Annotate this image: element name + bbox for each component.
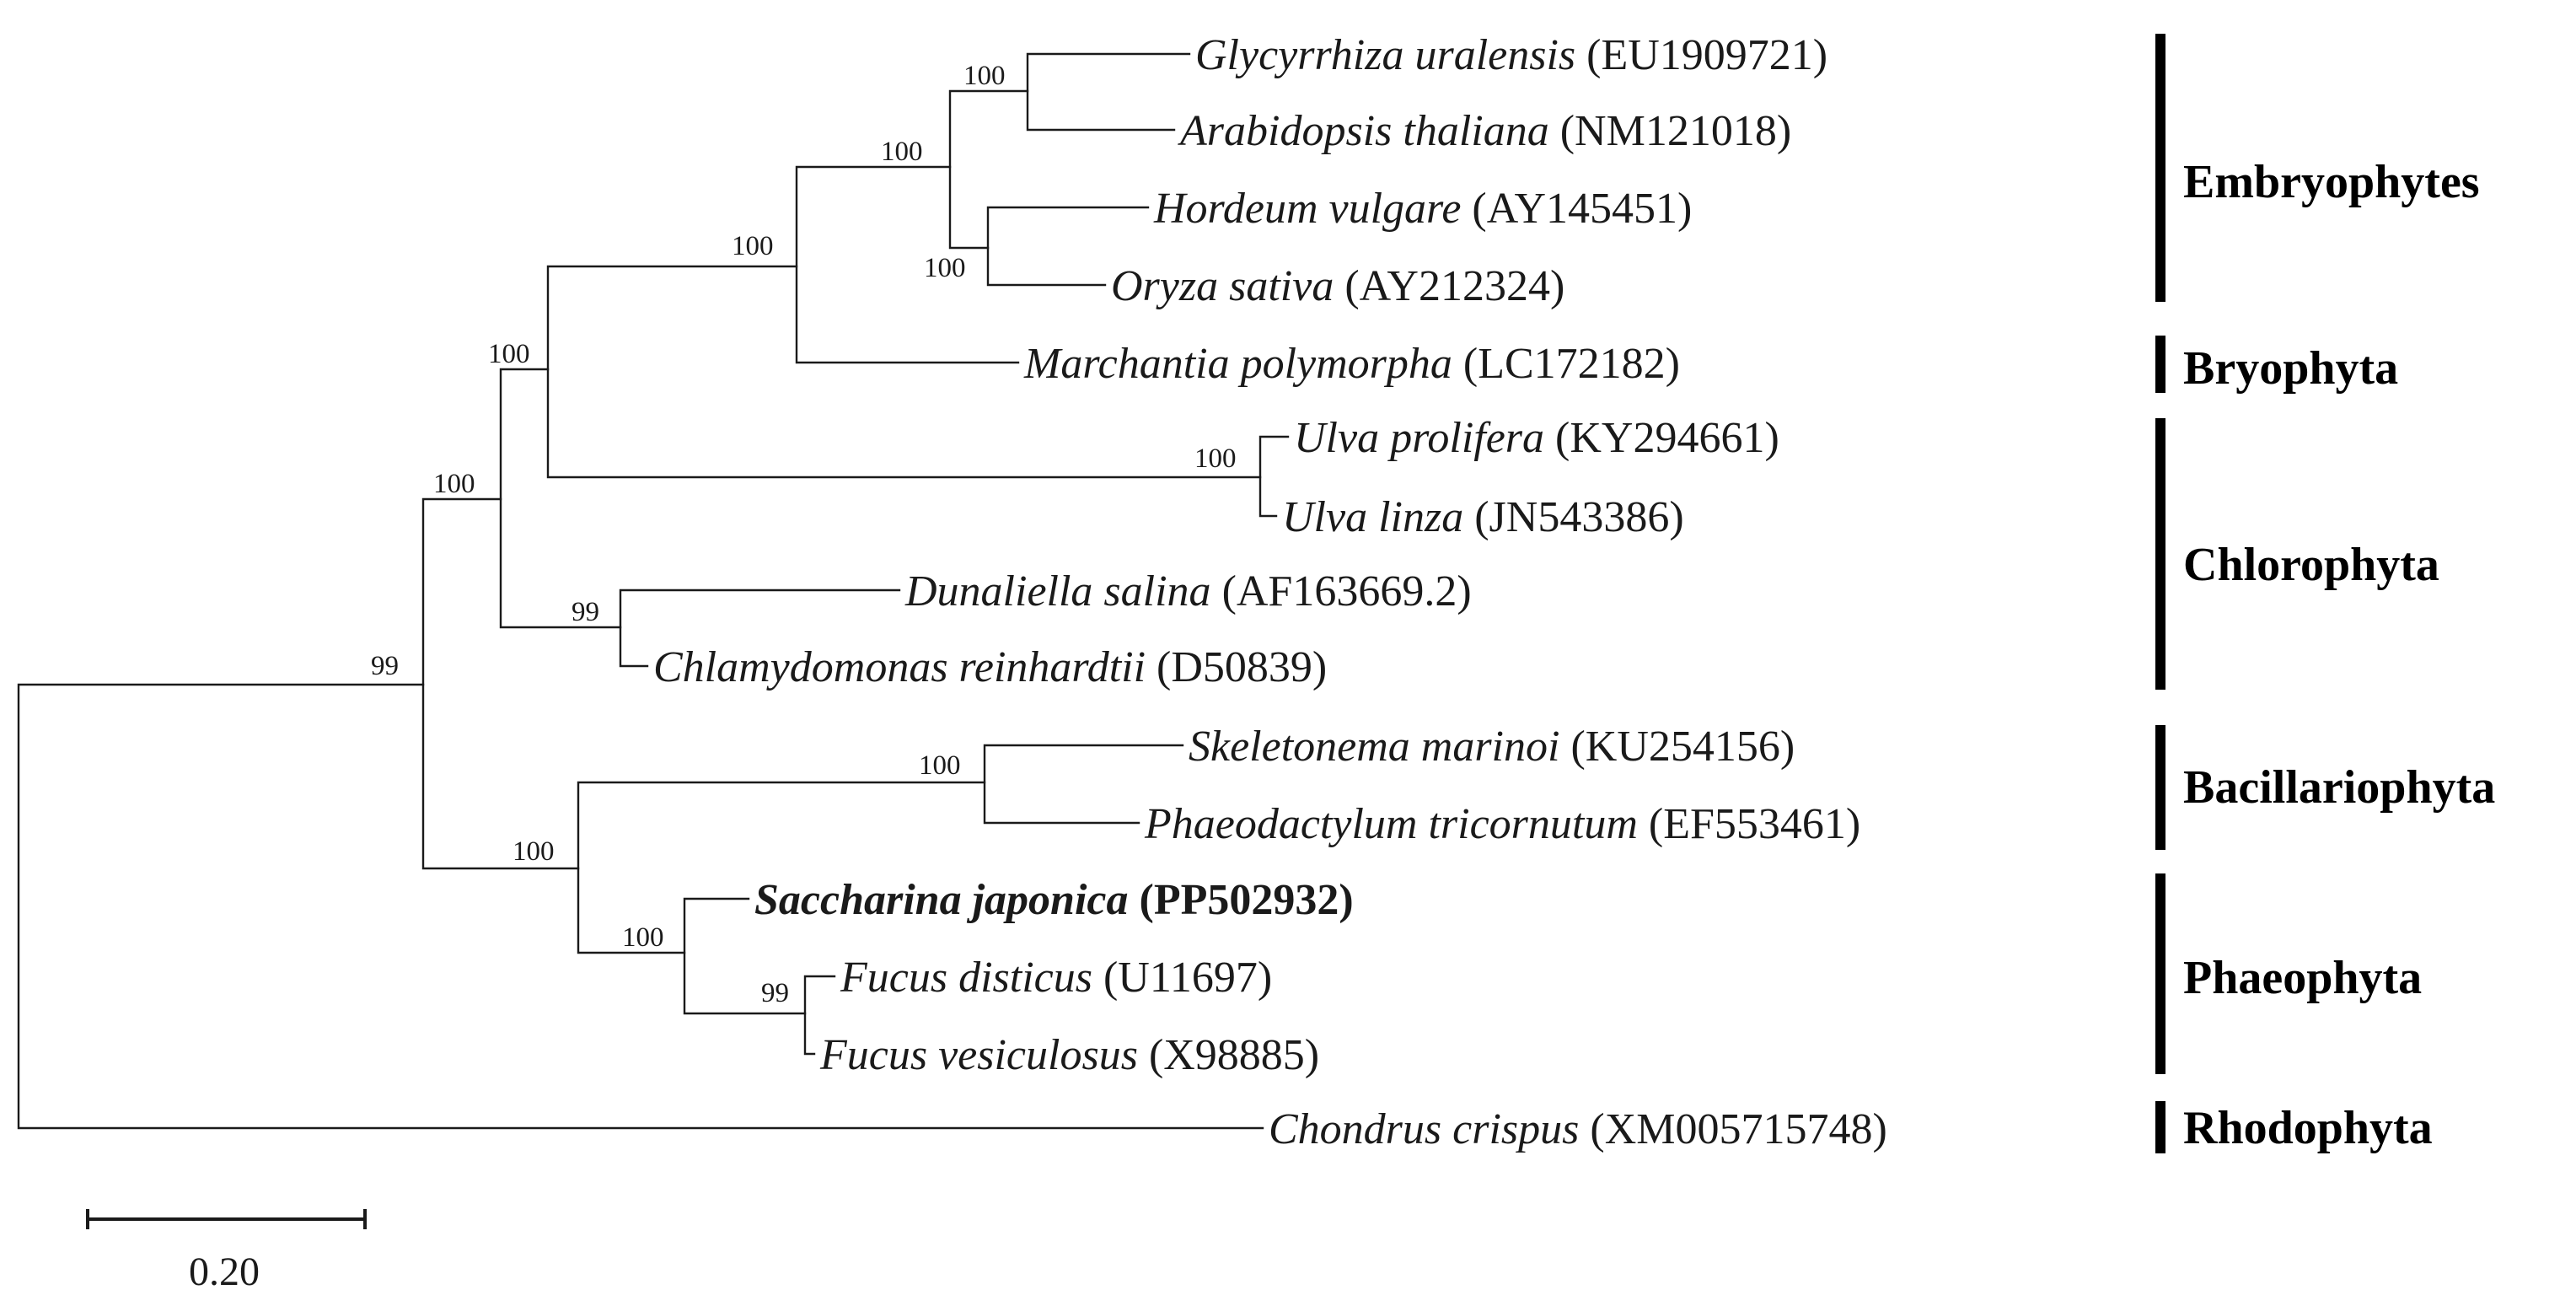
support-value: 100 xyxy=(963,61,1006,91)
scale-bar-line xyxy=(86,1209,367,1229)
scale-bar: 0.20 xyxy=(86,1209,367,1294)
tree-branches xyxy=(17,52,1290,1130)
clade-label-chlorophyta: Chlorophyta xyxy=(2183,539,2439,591)
support-value: 100 xyxy=(1194,443,1237,474)
support-value: 100 xyxy=(732,231,774,261)
branch-fucus xyxy=(803,975,836,1056)
branch-ulva xyxy=(1258,435,1290,518)
clade-bar-chlorophyta xyxy=(2155,418,2165,690)
branch-land-ulva xyxy=(546,265,1262,479)
support-value: 100 xyxy=(488,339,530,369)
branch-dunaliella-chlamydomonas xyxy=(619,589,901,668)
branch-dicots xyxy=(1026,52,1191,132)
support-value: 100 xyxy=(924,253,966,283)
support-value: 100 xyxy=(919,750,961,781)
taxon-label: Fucus vesiculosus (X98885) xyxy=(819,1031,1319,1079)
taxon-label: Ulva prolifera (KY294661) xyxy=(1294,414,1779,462)
clade-label-phaeophyta: Phaeophyta xyxy=(2183,952,2422,1004)
taxon-label: Skeletonema marinoi (KU254156) xyxy=(1189,723,1795,771)
clade-label-bacillariophyta: Bacillariophyta xyxy=(2183,761,2495,814)
branch-brown-algae xyxy=(683,897,807,1015)
support-value: 100 xyxy=(433,469,475,499)
clade-bar-bryophyta xyxy=(2155,336,2165,393)
support-value: 100 xyxy=(513,836,555,867)
support-value: 99 xyxy=(761,978,789,1008)
clade-bar-rhodophyta xyxy=(2155,1101,2165,1153)
taxon-label: Chlamydomonas reinhardtii (D50839) xyxy=(653,643,1327,691)
branch-angiosperms xyxy=(948,89,1029,250)
taxon-label: Fucus disticus (U11697) xyxy=(840,954,1272,1002)
clade-bar-embryophytes xyxy=(2155,34,2165,302)
clade-bar-phaeophyta xyxy=(2155,873,2165,1074)
taxon-label: Glycyrrhiza uralensis (EU1909721) xyxy=(1195,31,1827,79)
branch-root xyxy=(17,683,1264,1130)
branch-land-plants xyxy=(795,165,1020,364)
taxon-label: Arabidopsis thaliana (NM121018) xyxy=(1178,107,1791,155)
taxon-label: Dunaliella salina (AF163669.2) xyxy=(904,567,1472,615)
branch-sar xyxy=(577,781,986,954)
support-value: 99 xyxy=(371,651,399,681)
taxon-label: Ulva linza (JN543386) xyxy=(1282,493,1684,541)
clade-label-embryophytes: Embryophytes xyxy=(2183,156,2480,208)
taxon-label: Hordeum vulgare (AY145451) xyxy=(1153,185,1692,233)
taxon-labels: Glycyrrhiza uralensis (EU1909721) Arabid… xyxy=(653,31,1887,1153)
clade-label-bryophyta: Bryophyta xyxy=(2183,342,2398,395)
clade-bar-bacillariophyta xyxy=(2155,725,2165,850)
support-value: 100 xyxy=(881,137,923,167)
branch-green-lineage xyxy=(499,368,622,629)
support-value: 100 xyxy=(622,922,664,953)
support-value: 99 xyxy=(572,597,599,627)
taxon-label: Chondrus crispus (XM005715748) xyxy=(1269,1105,1887,1153)
clade-label-rhodophyta: Rhodophyta xyxy=(2183,1102,2433,1154)
branch-ingroup xyxy=(421,497,580,870)
taxon-label-highlighted: Saccharina japonica (PP502932) xyxy=(754,876,1354,924)
scale-bar-label: 0.20 xyxy=(189,1250,260,1294)
bootstrap-values: 100 100 100 100 100 100 100 99 99 100 10… xyxy=(371,61,1237,1008)
taxon-label: Phaeodactylum tricornutum (EF553461) xyxy=(1144,800,1860,848)
branch-diatoms xyxy=(983,744,1184,825)
clade-annotations: Embryophytes Bryophyta Chlorophyta Bacil… xyxy=(2155,34,2495,1154)
taxon-label: Marchantia polymorpha (LC172182) xyxy=(1023,340,1680,388)
branch-monocots xyxy=(986,206,1150,287)
taxon-label: Oryza sativa (AY212324) xyxy=(1111,262,1564,310)
